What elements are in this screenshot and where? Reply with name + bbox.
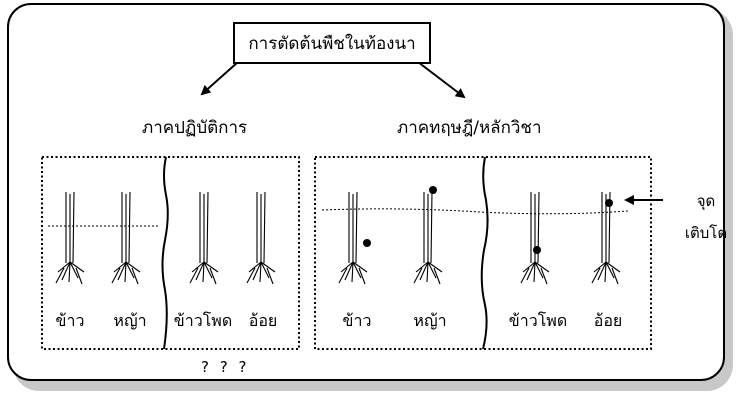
plant-stem-theory-sugarcane	[591, 191, 621, 285]
theory-label-rice: ข้าว	[342, 311, 372, 330]
theory-level-line	[321, 208, 629, 215]
plant-stem-theory-grass	[413, 191, 443, 285]
growing-point-grass	[429, 186, 437, 194]
page-title: การตัดต้นพืชในท้องนา	[233, 22, 431, 64]
theory-divider	[480, 156, 489, 350]
plant-stem-theory-rice	[338, 191, 368, 285]
growing-point-corn	[533, 246, 541, 254]
practice-heading: ภาคปฏิบัติการ	[142, 118, 248, 138]
plant-stem-practice-rice	[55, 191, 85, 285]
theory-label-grass: หญ้า	[413, 311, 447, 330]
theory-label-sugarcane: อ้อย	[593, 311, 623, 330]
unknown-marker: ? ? ?	[201, 358, 250, 376]
arrow-to-practice	[200, 61, 239, 96]
practice-label-grass: หญ้า	[113, 311, 147, 330]
plant-stem-theory-corn	[520, 191, 550, 285]
practice-divider	[161, 156, 169, 350]
theory-heading: ภาคทฤษฎี/หลักวิชา	[397, 118, 542, 138]
theory-label-corn: ข้าวโพด	[508, 311, 568, 330]
growing-point-label-line2: เติบโต	[684, 224, 728, 242]
plant-stem-practice-corn	[189, 191, 219, 285]
growing-point-sugarcane	[605, 199, 613, 207]
growing-point-label-line1: จุด	[696, 192, 716, 210]
practice-panel	[41, 156, 300, 350]
growing-point-label: จุด เติบโต	[676, 185, 736, 249]
theory-panel	[314, 156, 652, 350]
practice-label-rice: ข้าว	[55, 311, 85, 330]
practice-label-sugarcane: อ้อย	[248, 311, 278, 330]
diagram-frame	[7, 3, 725, 381]
arrow-to-theory	[417, 61, 466, 99]
practice-label-corn: ข้าวโพด	[173, 311, 233, 330]
plant-stem-practice-sugarcane	[246, 191, 276, 285]
growing-point-rice	[363, 239, 371, 247]
plant-stem-practice-grass	[111, 191, 141, 285]
